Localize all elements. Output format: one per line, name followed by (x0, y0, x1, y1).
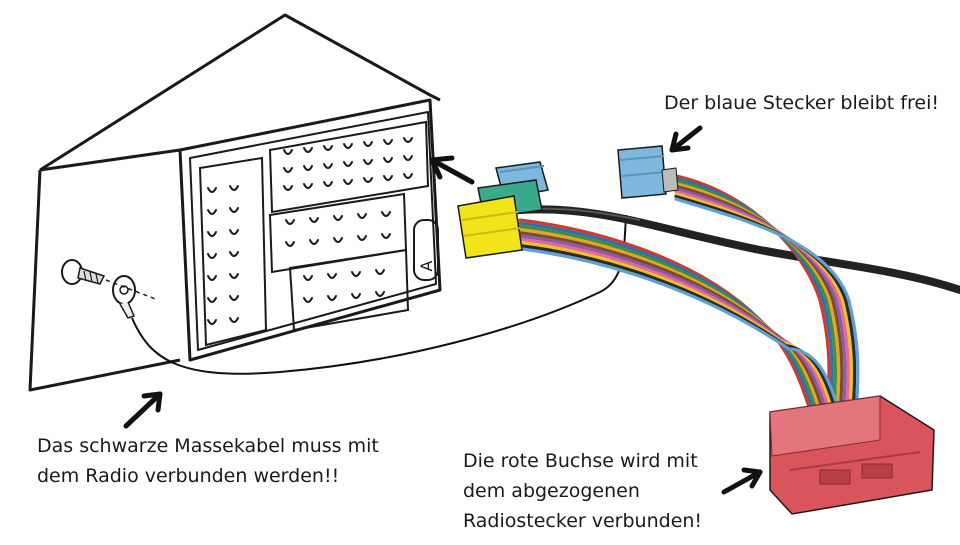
wire (674, 179, 838, 404)
pin (351, 271, 361, 277)
pin (303, 147, 313, 153)
wire (518, 240, 834, 412)
pin (283, 149, 293, 155)
pin (363, 141, 373, 147)
pin (303, 297, 313, 303)
pin (333, 237, 343, 243)
pin (403, 173, 413, 179)
antenna-cable (516, 205, 960, 294)
wire (674, 187, 847, 404)
ring-lug (105, 275, 159, 319)
wire (674, 192, 854, 404)
wire (518, 247, 841, 412)
pin (229, 185, 239, 191)
pin (283, 185, 293, 191)
pin (383, 139, 393, 145)
pin (363, 177, 373, 183)
pin (285, 219, 295, 225)
pin (343, 179, 353, 185)
pin (303, 183, 313, 189)
wire (518, 237, 831, 412)
blue-connector-note: Der blaue Stecker bleibt frei! (664, 92, 939, 114)
pin (207, 209, 217, 215)
ground-cable (131, 214, 627, 375)
pin (363, 159, 373, 165)
pin (309, 217, 319, 223)
pin (323, 145, 333, 151)
wire (674, 176, 834, 404)
pin (381, 233, 391, 239)
pin (333, 215, 343, 221)
pin (207, 231, 217, 237)
pin (303, 165, 313, 171)
pin (229, 295, 239, 301)
pin (375, 291, 385, 297)
pin (283, 167, 293, 173)
wire (674, 194, 857, 404)
pin (375, 269, 385, 275)
pin (207, 319, 217, 325)
pin (381, 211, 391, 217)
pin (229, 229, 239, 235)
ground-note-line-1: Das schwarze Massekabel muss mit (37, 435, 379, 457)
wire (674, 184, 844, 404)
pin (303, 275, 313, 281)
pin (207, 187, 217, 193)
pin (357, 235, 367, 241)
pin (229, 251, 239, 257)
pin (207, 297, 217, 303)
pin (207, 275, 217, 281)
arrow-to-red-socket (721, 467, 763, 495)
red-socket-note: Die rote Buchse wird mit dem abgezogenen… (463, 446, 702, 536)
pin (403, 155, 413, 161)
pin (323, 163, 333, 169)
pin (285, 241, 295, 247)
wire (518, 244, 838, 412)
port-letter: A (417, 260, 436, 271)
arrow-to-port (429, 155, 475, 185)
wire (518, 231, 825, 412)
arrow-to-blue-connector (669, 125, 703, 153)
red-note-line-3: Radiostecker verbunden! (463, 510, 703, 532)
pin (327, 295, 337, 301)
wire (674, 174, 831, 404)
pin (403, 137, 413, 143)
pin (357, 213, 367, 219)
wire (674, 189, 850, 404)
ground-note-line-2: dem Radio verbunden werden!! (37, 465, 340, 487)
ground-screw (61, 259, 106, 285)
red-note-line-1: Die rote Buchse wird mit (463, 450, 698, 472)
wire (674, 197, 860, 404)
pin (343, 143, 353, 149)
pin (383, 157, 393, 163)
ground-cable-note: Das schwarze Massekabel muss mit dem Rad… (37, 431, 379, 491)
connector-pins (207, 137, 413, 325)
pin (343, 161, 353, 167)
pin (351, 293, 361, 299)
pin (229, 207, 239, 213)
pin (229, 317, 239, 323)
pin (323, 181, 333, 187)
radio-housing (28, 13, 442, 392)
blue-free-connector (617, 145, 679, 199)
iso-port-area: A (198, 120, 439, 347)
pin (383, 175, 393, 181)
pin (229, 273, 239, 279)
arrow-to-ground (123, 391, 163, 429)
yellow-plug (457, 195, 523, 259)
wire (674, 182, 841, 404)
pin (309, 239, 319, 245)
red-note-line-2: dem abgezogenen (463, 480, 640, 502)
pin (327, 273, 337, 279)
pin (207, 253, 217, 259)
red-socket (769, 395, 935, 515)
wire-harness (518, 174, 860, 412)
